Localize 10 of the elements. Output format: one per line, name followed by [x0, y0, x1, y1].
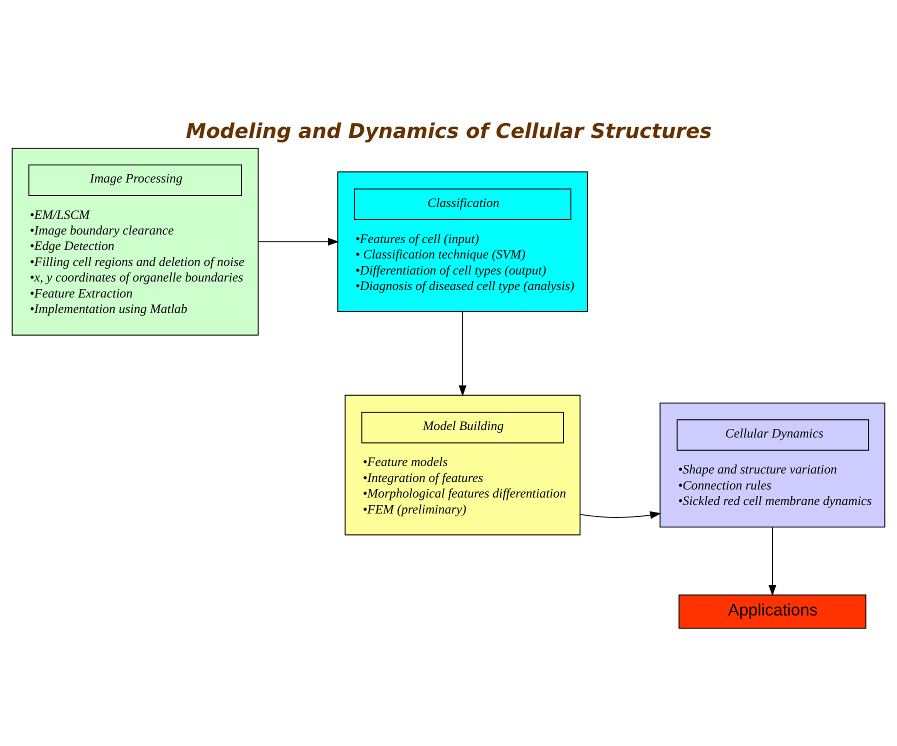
node-box: Model Building •Feature models •Integration of features •Morphological features differentiation •FEM (preliminary) [344, 394, 581, 535]
diagram-title: Modeling and Dynamics of Cellular Structures [186, 118, 712, 142]
node-box: Classification •Features of cell (input) • Classification technique (SVM) •Differentiation of cell types (output) •Diagnosis of diseased cell type (analysis) [337, 170, 588, 312]
arrow [458, 310, 466, 396]
arrow [580, 510, 662, 518]
node-box: Applications [678, 594, 866, 628]
arrow [768, 526, 776, 596]
node-box: Cellular Dynamics •Shape and structure variation •Connection rules •Sickled red cell membrane dynamics [660, 402, 886, 527]
arrow [258, 237, 340, 246]
node-box: Image Processing •EM/LSCM •Image boundary clearance •Edge Detection •Filling cell regions and deletion of noise •x, y coordinates of organelle boundaries •Feature Extraction •Implementation using Matlab [12, 147, 259, 336]
